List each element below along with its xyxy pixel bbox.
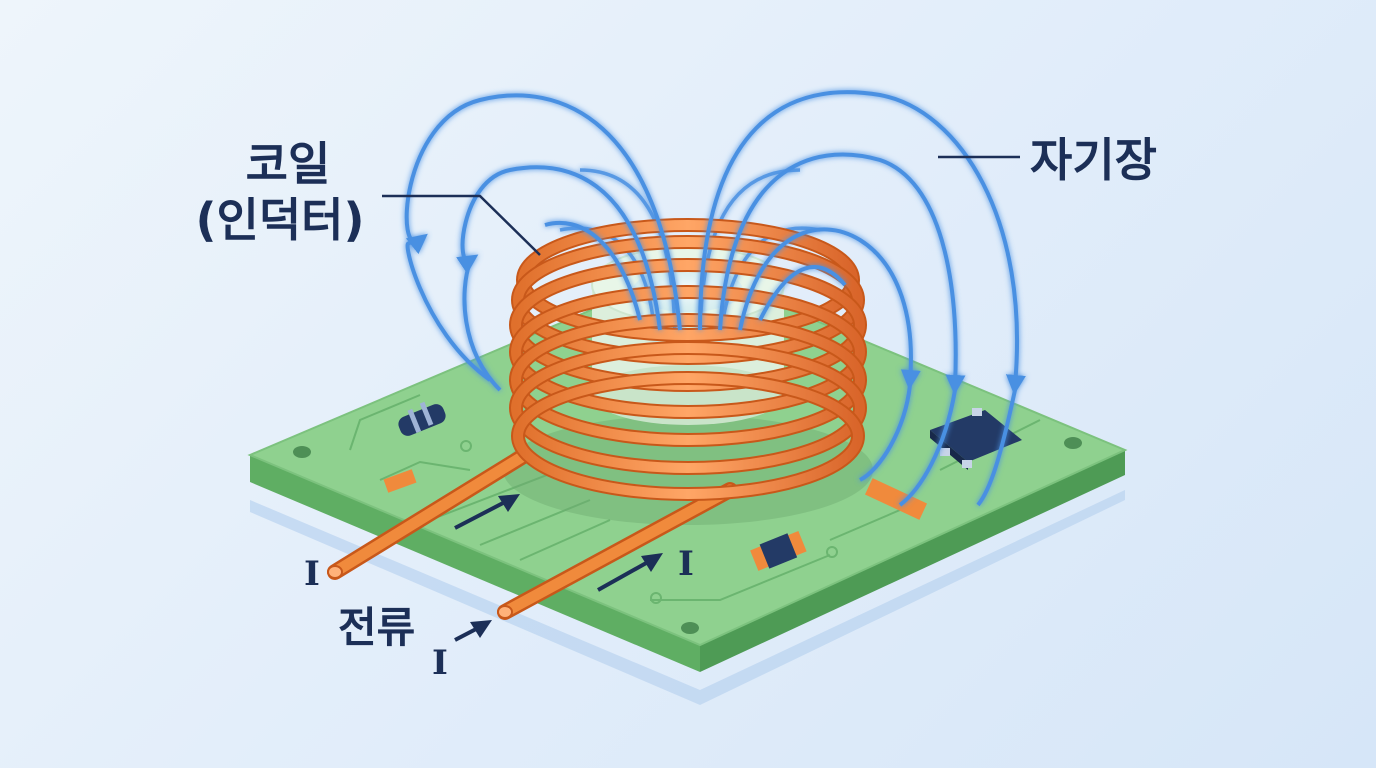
current-arrow-icon [597, 560, 649, 592]
coil-leads [327, 447, 738, 620]
trace-pads [460, 440, 838, 604]
coil-label-line2: (인덕터) [195, 193, 364, 247]
current-symbol-bottom: I [432, 643, 448, 683]
resistor-component [398, 401, 446, 436]
coil-label-line1: 코일 [246, 137, 331, 191]
board-side [250, 455, 700, 672]
capacitor-component [750, 530, 807, 571]
leader-lines [382, 155, 1020, 256]
current-label: 전류 [338, 603, 415, 652]
current-arrows [454, 494, 663, 642]
copper-coil [509, 218, 867, 501]
current-symbol-left: I [304, 554, 320, 594]
magnetic-field-label: 자기장 [1030, 133, 1157, 187]
board-side-right [700, 450, 1125, 672]
current-symbol-right: I [678, 544, 694, 584]
smd-pad-right [865, 478, 927, 520]
current-arrow-icon [454, 626, 479, 642]
magnetic-field-lines [404, 90, 1026, 507]
current-arrow-icon [454, 500, 506, 530]
smd-pad-small [383, 469, 417, 493]
